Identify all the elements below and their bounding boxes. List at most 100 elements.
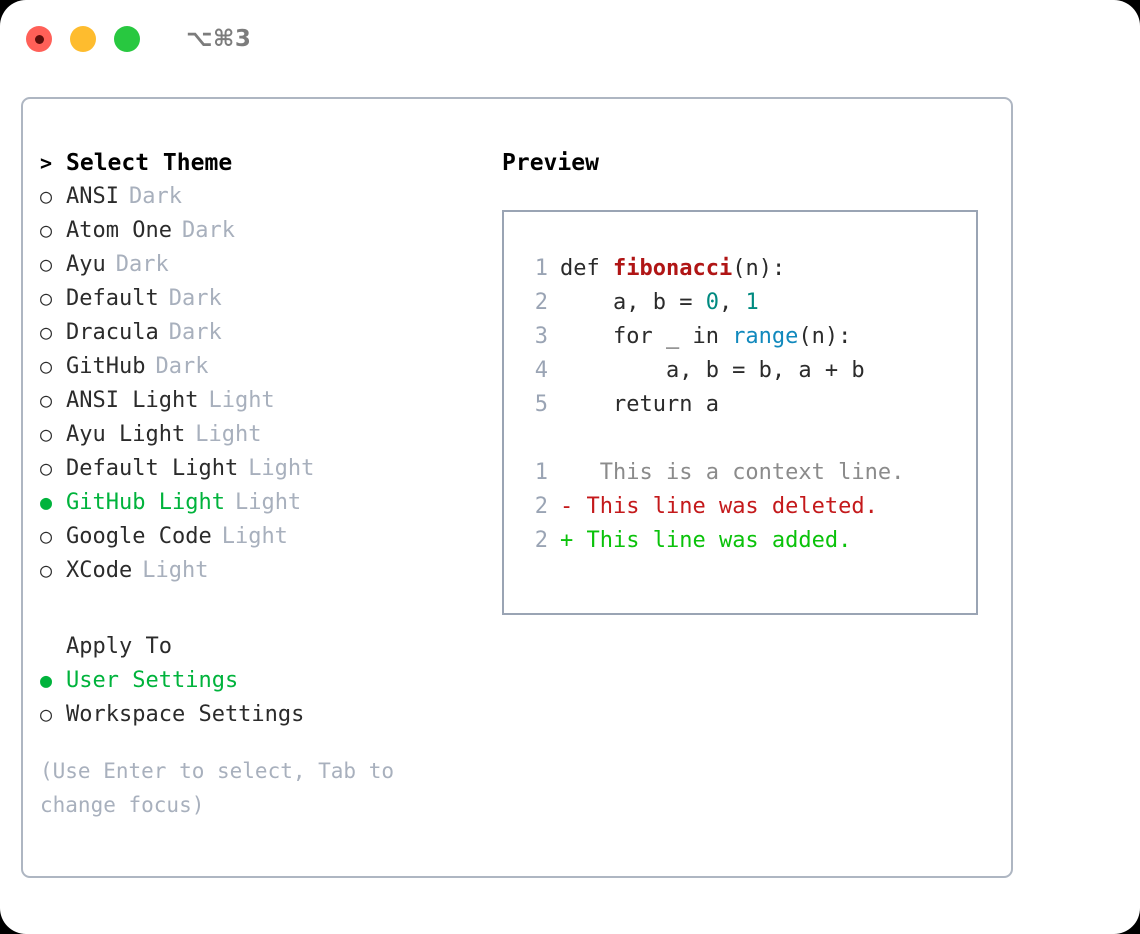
theme-option-category: Dark (128, 184, 182, 209)
code-line-number: 4 (534, 358, 548, 383)
code-token-plain: for _ in (560, 324, 733, 349)
radio-unselected-icon: ○ (40, 702, 53, 726)
theme-option-label: Ayu Light (66, 422, 186, 447)
theme-option-label: Dracula (66, 320, 159, 345)
diff-line: 2 + This line was added. (518, 528, 976, 562)
radio-unselected-icon: ○ (40, 252, 53, 276)
code-token-plain: def (560, 256, 613, 281)
radio-unselected-icon: ○ (40, 286, 53, 310)
theme-option-label: ANSI Light (66, 388, 199, 413)
code-token-plain: (n): (732, 256, 786, 281)
diff-line: 1 This is a context line. (518, 460, 976, 494)
theme-option-category: Light (208, 388, 275, 413)
theme-option-dracula[interactable]: ○ Dracula Dark (40, 320, 490, 354)
theme-option-label: Default Light (66, 456, 239, 481)
diff-line-number: 2 (534, 494, 548, 519)
theme-option-category: Dark (155, 354, 209, 379)
diff-sample: 1 This is a context line.2- This line wa… (518, 460, 976, 562)
diff-sign: - (560, 494, 574, 519)
theme-option-label: Default (66, 286, 159, 311)
window-controls (26, 26, 140, 52)
theme-option-category: Light (195, 422, 262, 447)
diff-line-number: 1 (534, 460, 548, 485)
diff-line-content: This is a context line. (573, 460, 905, 485)
theme-list-header-label: Select Theme (66, 150, 233, 176)
theme-option-ansi-light[interactable]: ○ ANSI Light Light (40, 388, 490, 422)
preview-title: Preview (502, 150, 599, 176)
theme-option-category: Dark (168, 320, 222, 345)
theme-option-label: GitHub (66, 354, 146, 379)
theme-option-label: ANSI (66, 184, 119, 209)
apply-to-option-label: Workspace Settings (66, 702, 305, 727)
radio-selected-icon: ● (40, 668, 53, 692)
code-token-plain: return a (560, 392, 719, 417)
apply-to-header-marker (40, 634, 66, 658)
theme-option-label: Ayu (66, 252, 106, 277)
keyboard-shortcut-label: ⌥⌘3 (186, 26, 252, 52)
code-token-num: 0 (705, 290, 719, 315)
theme-option-category: Dark (181, 218, 235, 243)
theme-option-github[interactable]: ○ GitHub Dark (40, 354, 490, 388)
code-token-plain: (n): (798, 324, 852, 349)
code-line: 3 for _ in range(n): (518, 324, 976, 358)
theme-option-category: Light (221, 524, 288, 549)
code-line-content: for _ in range(n): (560, 324, 851, 349)
theme-option-label: GitHub Light (66, 490, 225, 515)
radio-unselected-icon: ○ (40, 354, 53, 378)
diff-line-content: This line was added. (573, 528, 852, 553)
close-icon (34, 34, 44, 44)
code-line: 2 a, b = 0, 1 (518, 290, 976, 324)
theme-option-category: Light (142, 558, 209, 583)
radio-unselected-icon: ○ (40, 456, 53, 480)
radio-unselected-icon: ○ (40, 320, 53, 344)
apply-to-option-user-settings[interactable]: ● User Settings (40, 668, 490, 702)
maximize-button[interactable] (114, 26, 140, 52)
theme-option-category: Light (248, 456, 315, 481)
code-token-plain: a, b = b, a + b (560, 358, 865, 383)
theme-option-xcode[interactable]: ○ XCode Light (40, 558, 490, 592)
theme-option-default-light[interactable]: ○ Default Light Light (40, 456, 490, 490)
apply-to-header: Apply To (40, 634, 490, 668)
code-line: 4 a, b = b, a + b (518, 358, 976, 392)
minimize-button[interactable] (70, 26, 96, 52)
code-line: 5 return a (518, 392, 976, 426)
close-button[interactable] (26, 26, 52, 52)
title-bar: ⌥⌘3 (0, 0, 1140, 78)
code-line-number: 3 (534, 324, 548, 349)
diff-line-number: 2 (534, 528, 548, 553)
apply-to-option-label: User Settings (66, 668, 239, 693)
code-line-number: 5 (534, 392, 548, 417)
theme-option-label: XCode (66, 558, 133, 583)
theme-option-ayu-light[interactable]: ○ Ayu Light Light (40, 422, 490, 456)
apply-to-header-label: Apply To (66, 634, 172, 659)
radio-unselected-icon: ○ (40, 422, 53, 446)
apply-to-option-workspace-settings[interactable]: ○ Workspace Settings (40, 702, 490, 736)
theme-option-label: Atom One (66, 218, 172, 243)
theme-list-header: > Select Theme (40, 150, 490, 184)
code-line-content: a, b = b, a + b (560, 358, 865, 383)
diff-line-content: This line was deleted. (573, 494, 878, 519)
code-token-plain: , (718, 290, 746, 315)
diff-spacer (518, 426, 976, 460)
diff-sign: + (560, 528, 574, 553)
diff-line: 2- This line was deleted. (518, 494, 976, 528)
theme-option-category: Light (234, 490, 302, 515)
code-line-number: 2 (534, 290, 548, 315)
code-token-fn: fibonacci (612, 256, 733, 281)
radio-unselected-icon: ○ (40, 558, 53, 582)
diff-sign (560, 460, 573, 485)
caret-icon: > (40, 151, 53, 175)
radio-unselected-icon: ○ (40, 388, 53, 412)
section-spacer (40, 592, 490, 634)
